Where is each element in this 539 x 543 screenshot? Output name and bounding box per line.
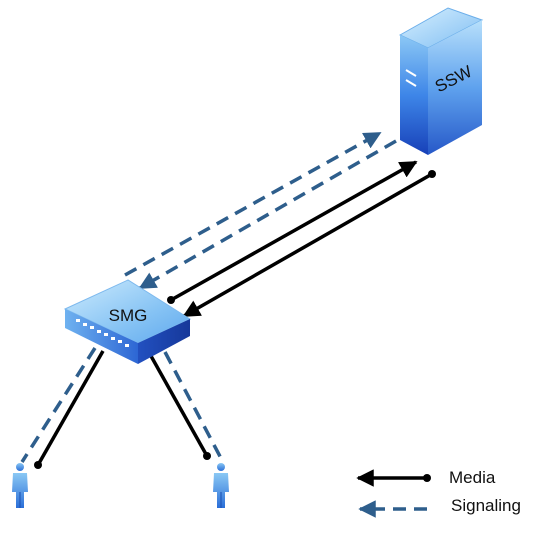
user-links	[20, 347, 225, 469]
signaling-line-ssw-to-smg	[138, 139, 397, 290]
user-right[interactable]	[213, 463, 229, 508]
signaling-links-smg-ssw	[124, 131, 397, 290]
user-left[interactable]	[12, 463, 28, 508]
media-line-smg-to-user-left	[36, 350, 105, 466]
signaling-line-smg-to-user-right	[163, 351, 225, 463]
media-line-user-left-endpoint	[34, 461, 42, 469]
media-gateway-switch-icon	[63, 279, 192, 364]
media-line-smg-to-user-right	[149, 355, 209, 457]
media-links-smg-ssw	[167, 160, 436, 318]
signaling-line-smg-to-ssw	[124, 131, 382, 277]
smg-gateway[interactable]: SMG	[63, 279, 192, 364]
media-line-smg-to-ssw	[170, 160, 418, 302]
legend: Media Signaling	[356, 468, 521, 518]
signaling-line-smg-to-user-left	[20, 347, 97, 463]
server-icon	[398, 7, 484, 155]
media-line-ssw-to-smg	[182, 172, 433, 318]
ssw-server[interactable]: SSW	[398, 7, 484, 155]
legend-signaling-label: Signaling	[451, 496, 521, 515]
person-icon	[12, 463, 28, 508]
legend-media-label: Media	[449, 468, 496, 487]
legend-media: Media	[356, 468, 496, 487]
media-line-smg-to-ssw-origin	[167, 296, 175, 304]
smg-label: SMG	[109, 306, 148, 325]
legend-media-origin	[423, 474, 431, 482]
media-line-user-right-endpoint	[203, 452, 211, 460]
legend-signaling: Signaling	[358, 496, 521, 518]
media-line-ssw-to-smg-origin	[428, 170, 436, 178]
person-icon	[213, 463, 229, 508]
